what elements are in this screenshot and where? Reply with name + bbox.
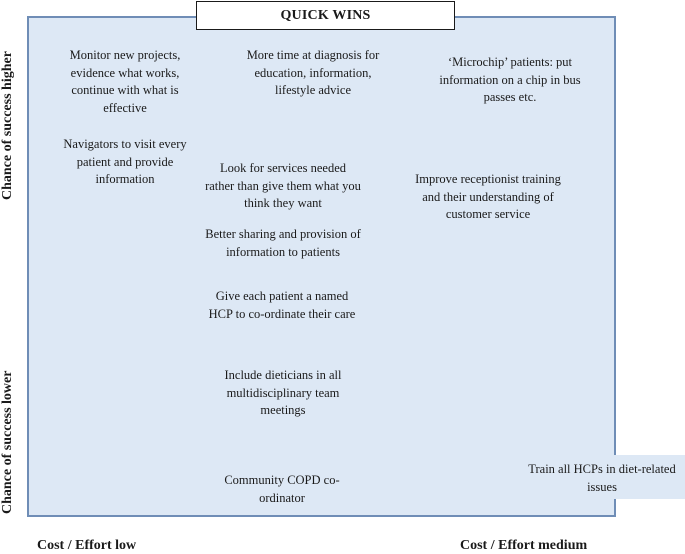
x-axis-label-medium: Cost / Effort medium: [460, 538, 588, 553]
quadrant-area: [27, 16, 616, 517]
quadrant-title: QUICK WINS: [196, 1, 455, 30]
note-sharing-info: Better sharing and provision of informat…: [205, 227, 361, 259]
note-dieticians: Include dieticians in all multidisciplin…: [224, 368, 342, 417]
y-axis-label-low: Chance of success lower: [0, 370, 15, 514]
note-receptionist: Improve receptionist training and their …: [415, 172, 561, 221]
x-axis-label-low: Cost / Effort low: [37, 538, 137, 553]
note-named-hcp: Give each patient a named HCP to co-ordi…: [208, 289, 356, 321]
y-axis-label-high: Chance of success higher: [0, 51, 15, 200]
note-navigators: Navigators to visit every patient and pr…: [63, 137, 187, 186]
note-microchip: ‘Microchip’ patients: put information on…: [439, 55, 581, 104]
note-services-needed: Look for services needed rather than giv…: [205, 161, 361, 210]
note-train-hcps: Train all HCPs in diet-related issues: [519, 455, 685, 499]
note-monitor-projects: Monitor new projects, evidence what work…: [69, 48, 181, 115]
note-diagnosis-time: More time at diagnosis for education, in…: [246, 48, 380, 97]
note-copd: Community COPD co-ordinator: [224, 473, 340, 505]
